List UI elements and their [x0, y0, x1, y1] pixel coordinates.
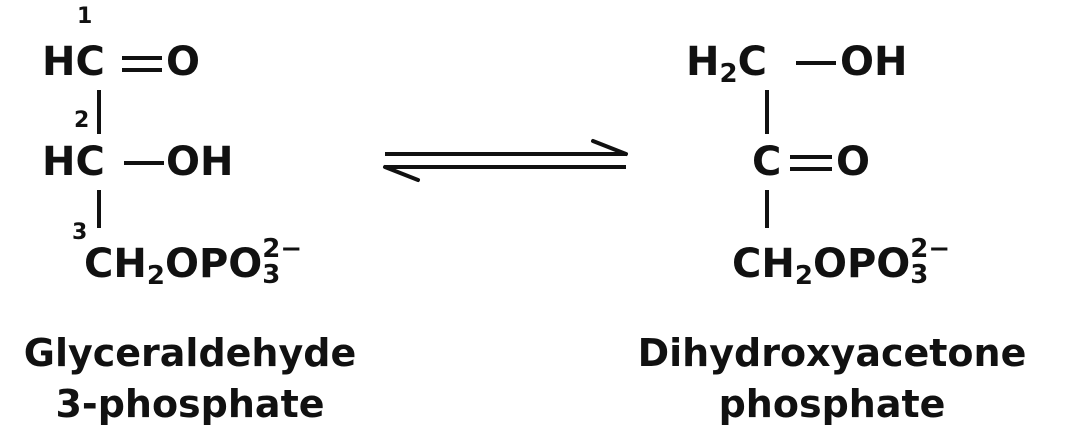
right-c3-ch-subscript: 2 [794, 261, 813, 291]
right-c3-ch: CH [732, 241, 795, 287]
right-c3-opo: OPO [812, 241, 911, 287]
right-c1-c: C [737, 39, 767, 85]
left-c3-ch-subscript: 2 [146, 261, 165, 291]
right-bond-c1-c2 [765, 90, 769, 134]
right-c1-label: H2C [686, 42, 767, 87]
carbon-number-2: 2 [74, 108, 90, 133]
forward-half-arrow [385, 139, 628, 156]
left-c2-label: HC [42, 139, 105, 185]
right-bond-c2-c3 [765, 190, 769, 228]
left-c3-opo-subscript: 3 [262, 260, 281, 290]
right-c1-hydroxyl: OH [840, 39, 908, 85]
left-c1-double-bond-bottom [122, 68, 162, 72]
right-c3-charge: 2− [910, 234, 951, 264]
left-c2-single-bond [124, 161, 164, 165]
right-molecule-name-line1: Dihydroxyacetone [637, 331, 1027, 375]
right-c1-h: H [686, 39, 720, 85]
left-molecule-name-line1: Glyceraldehyde [23, 331, 357, 375]
right-c2-oxygen: O [836, 139, 871, 185]
left-bond-c1-c2 [97, 90, 101, 134]
left-bond-c2-c3 [97, 190, 101, 228]
left-molecule-name-line2: 3-phosphate [55, 382, 325, 426]
left-c3-ch: CH [84, 241, 147, 287]
carbon-number-3: 3 [72, 220, 88, 245]
left-c3-charge-stack: 2−3 [262, 236, 302, 288]
right-c1-h-subscript: 2 [719, 59, 738, 89]
right-c1-single-bond [796, 61, 836, 65]
right-molecule-name-line2: phosphate [718, 382, 946, 426]
right-c3-charge-stack: 2−3 [910, 236, 950, 288]
left-c3-charge: 2− [262, 234, 303, 264]
left-c1-label: HC [42, 39, 105, 85]
left-c2-hydroxyl: OH [166, 139, 234, 185]
right-c2-double-bond-top [790, 155, 832, 159]
carbon-number-1: 1 [77, 4, 93, 29]
left-c1-double-bond-top [122, 56, 162, 60]
right-c2-label: C [752, 139, 782, 185]
right-c2-double-bond-bottom [790, 167, 832, 171]
left-c3-opo: OPO [164, 241, 263, 287]
right-c3-opo-subscript: 3 [910, 260, 929, 290]
reverse-half-arrow [383, 165, 626, 182]
left-c1-oxygen: O [166, 39, 201, 85]
